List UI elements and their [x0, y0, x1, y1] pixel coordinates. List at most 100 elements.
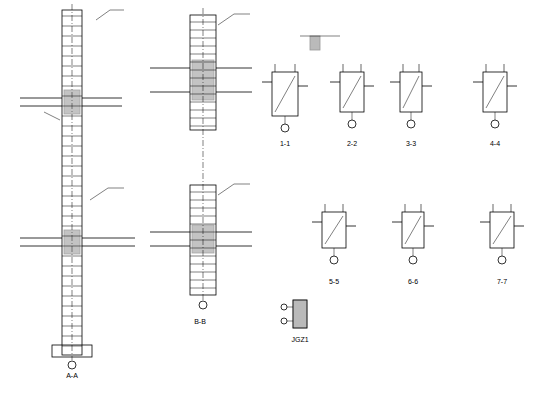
rebar-line [334, 248, 335, 256]
rebar-line [62, 96, 82, 97]
rebar-line [190, 118, 216, 119]
rebar-line [190, 126, 216, 127]
rebar-line [424, 226, 434, 227]
rebar-line [190, 22, 216, 23]
rebar-line [190, 224, 216, 225]
section-outline [402, 212, 424, 248]
rebar-line [190, 288, 216, 289]
rebar-line [190, 240, 216, 241]
axis-bubble [330, 256, 338, 264]
rebar-line [507, 86, 517, 87]
rebar-line [190, 208, 216, 209]
rebar-line [62, 296, 82, 297]
section-name: A-A [65, 372, 79, 379]
section-name: 1-1 [279, 140, 291, 147]
column-sections [262, 64, 524, 264]
rebar-line [62, 166, 82, 167]
rebar-line [62, 236, 82, 237]
rebar-line [295, 64, 296, 72]
rebar-line [493, 216, 511, 244]
rebar-line [62, 246, 82, 247]
rebar-line [62, 76, 82, 77]
rebar-line [190, 200, 216, 201]
section-name: B-B [193, 318, 207, 325]
rebar-line [62, 126, 82, 127]
rebar-line [392, 222, 402, 223]
rebar-line [190, 86, 216, 87]
axis-bubble [498, 256, 506, 264]
rebar-line [275, 64, 276, 72]
section-name: 7-7 [496, 278, 508, 285]
rebar-line [62, 16, 82, 17]
rebar-line [486, 64, 487, 72]
rebar-line [62, 56, 82, 57]
rebar-line [419, 64, 420, 72]
rebar-line [62, 176, 82, 177]
section-outline [483, 72, 507, 112]
rebar-line [421, 204, 422, 212]
rebar-line [62, 276, 82, 277]
rebar-line [62, 306, 82, 307]
rebar-line [364, 86, 374, 87]
rebar-line [325, 216, 343, 244]
joint-detail [150, 8, 252, 309]
rebar-line [486, 76, 504, 108]
rebar-line [62, 26, 82, 27]
rebar-line [62, 216, 82, 217]
rebar-line [190, 70, 216, 71]
rebar-line [403, 76, 419, 108]
rebar-line [62, 136, 82, 137]
rebar-line [190, 46, 216, 47]
rebar-line [190, 192, 216, 193]
rebar-line [62, 106, 82, 107]
rebar-line [405, 216, 421, 244]
rebar-line [62, 116, 82, 117]
rebar-line [514, 226, 524, 227]
rebar-line [413, 248, 414, 256]
rebar-line [511, 204, 512, 212]
rebar-line [480, 222, 490, 223]
column-section-jgz1 [281, 36, 340, 328]
rebar-line [504, 64, 505, 72]
rebar-line [62, 206, 82, 207]
rebar-line [62, 146, 82, 147]
rebar-line [312, 222, 322, 223]
rebar-line [495, 112, 496, 120]
section-outline [400, 72, 422, 112]
section-name: 5-5 [328, 278, 340, 285]
rebar-line [62, 86, 82, 87]
rebar-line [190, 264, 216, 265]
rebar-line [62, 316, 82, 317]
member-name: JGZ1 [290, 336, 309, 343]
section-name: 2-2 [346, 140, 358, 147]
axis-bubble [281, 124, 289, 132]
rebar-line [325, 204, 326, 212]
rebar-line [298, 86, 308, 87]
rebar-line [275, 76, 295, 112]
rebar-line [62, 326, 82, 327]
rebar-line [190, 232, 216, 233]
rebar-line [473, 82, 483, 83]
rebar-line [405, 204, 406, 212]
rebar-line [62, 156, 82, 157]
rebar-line [190, 216, 216, 217]
rebar-line [190, 94, 216, 95]
rebar-line [62, 336, 82, 337]
rebar-line [346, 226, 356, 227]
rebar-line [62, 186, 82, 187]
axis-bubble [348, 120, 356, 128]
rebar-line [422, 86, 432, 87]
section-outline [272, 72, 298, 116]
rebar-line [62, 286, 82, 287]
rebar-line [403, 64, 404, 72]
rebar-line [190, 102, 216, 103]
rebar-line [190, 280, 216, 281]
rebar-line [330, 82, 340, 83]
rebar-line [190, 110, 216, 111]
rebar-line [190, 30, 216, 31]
rebar-line [62, 256, 82, 257]
section-name: 3-3 [405, 140, 417, 147]
rebar-line [361, 64, 362, 72]
